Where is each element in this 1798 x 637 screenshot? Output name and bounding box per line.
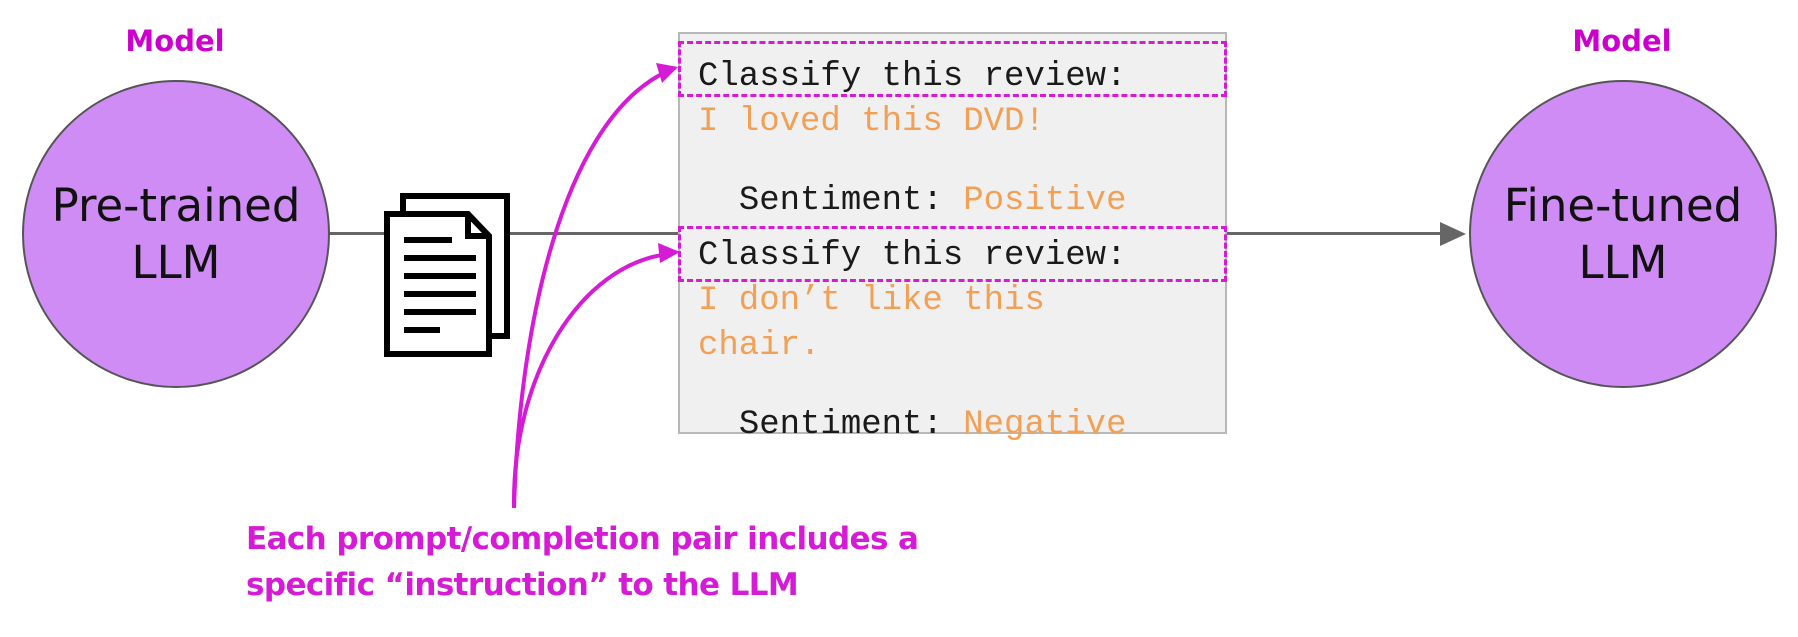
pretrained-llm-line2: LLM [131, 236, 221, 289]
example-1-sentiment-value: Positive [963, 182, 1127, 220]
example-1-review: I loved this DVD! [698, 103, 1045, 141]
document-stack-icon [384, 193, 510, 357]
finetuned-llm-line2: LLM [1578, 236, 1668, 289]
example-1-sentiment: Sentiment: Positive [698, 150, 1127, 220]
training-examples-card [678, 32, 1227, 434]
pretrained-llm-line1: Pre-trained [51, 179, 301, 232]
finetuned-llm-line1: Fine-tuned [1503, 179, 1743, 232]
example-2-review-line1: I don’t like this [698, 282, 1045, 320]
annotation-note-line2: specific “instruction” to the LLM [246, 567, 799, 603]
arrow-right-icon [1440, 222, 1466, 246]
annotation-arrow-1 [512, 69, 669, 509]
instruction-highlight-1 [678, 41, 1227, 97]
connector-line-right [1225, 232, 1450, 235]
example-2-sentiment-value: Negative [963, 406, 1127, 444]
example-2-review-line2: chair. [698, 327, 821, 365]
left-model-label: Model [125, 24, 225, 58]
pretrained-llm-node: Pre-trained LLM [22, 80, 330, 388]
instruction-highlight-2 [678, 226, 1227, 282]
example-2-instruction: Classify this review: [698, 237, 1127, 275]
example-1-instruction: Classify this review: [698, 58, 1127, 96]
annotation-arrow-2 [511, 252, 669, 509]
annotation-arrowhead-2 [658, 243, 680, 263]
annotation-arrows [511, 63, 680, 509]
example-2-sentiment-label: Sentiment: [738, 406, 964, 444]
finetuned-llm-node: Fine-tuned LLM [1469, 80, 1777, 388]
annotation-note-line1: Each prompt/completion pair includes a [246, 521, 919, 557]
annotation-note: Each prompt/completion pair includes a s… [246, 516, 919, 608]
right-model-label: Model [1572, 24, 1672, 58]
example-1-sentiment-label: Sentiment: [738, 182, 964, 220]
example-2-sentiment: Sentiment: Negative [698, 374, 1127, 444]
annotation-arrowhead-1 [656, 63, 678, 83]
